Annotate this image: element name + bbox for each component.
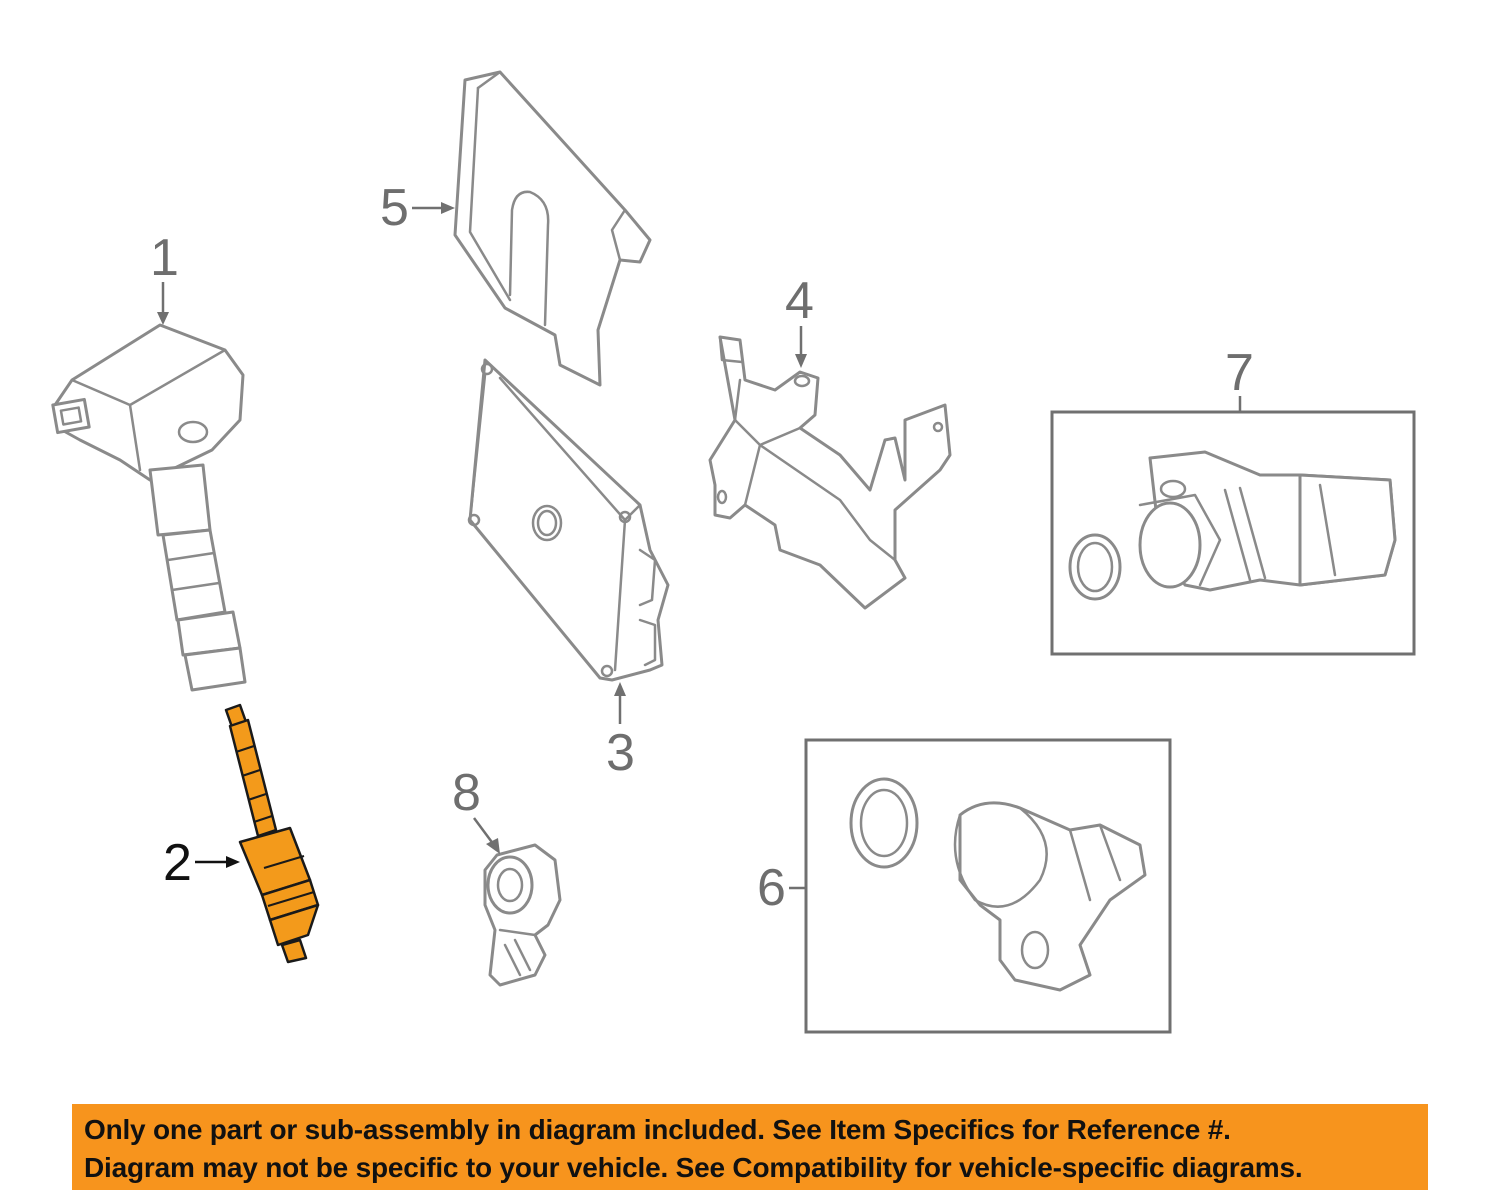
- part-7-camshaft-position-sensor[interactable]: [1068, 450, 1397, 601]
- callout-6: 6: [757, 859, 786, 917]
- part-4-module-bracket[interactable]: [708, 335, 952, 610]
- part-1-ignition-coil[interactable]: [51, 323, 247, 692]
- callout-7: 7: [1225, 344, 1254, 402]
- part-5-ecu-cover[interactable]: [453, 70, 652, 387]
- callout-1: 1: [150, 229, 179, 287]
- callout-2: 2: [163, 834, 192, 892]
- disclaimer-banner: Only one part or sub-assembly in diagram…: [72, 1104, 1428, 1190]
- part-6-frame: [804, 738, 1172, 1034]
- part-7-frame: [1050, 410, 1416, 656]
- part-2-spark-plug[interactable]: [224, 703, 320, 964]
- callout-8: 8: [452, 764, 481, 822]
- part-6-crankshaft-position-sensor[interactable]: [849, 777, 1147, 992]
- callout-4: 4: [785, 272, 814, 330]
- part-3-engine-control-module[interactable]: [467, 358, 670, 682]
- callout-5: 5: [380, 179, 409, 237]
- disclaimer-line-2: Diagram may not be specific to your vehi…: [84, 1152, 1303, 1183]
- callout-3: 3: [606, 724, 635, 782]
- part-8-knock-sensor[interactable]: [483, 843, 562, 987]
- disclaimer-line-1: Only one part or sub-assembly in diagram…: [84, 1114, 1231, 1145]
- leader-8: [472, 817, 496, 846]
